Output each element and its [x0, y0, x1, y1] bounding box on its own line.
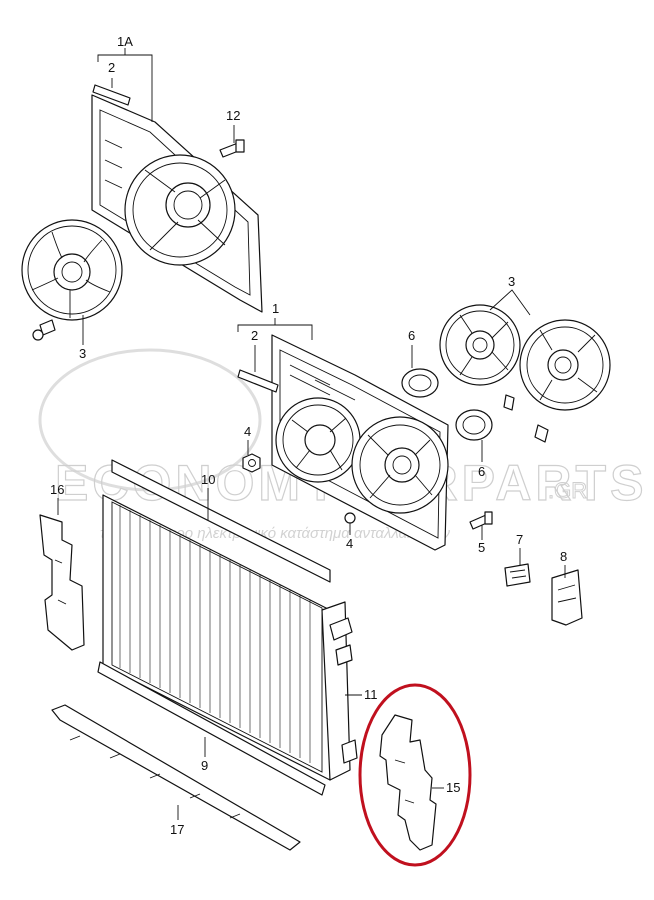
lower-deflector [51, 704, 301, 851]
label-nut-b: 4 [346, 536, 353, 551]
ring-bottom [455, 409, 493, 441]
label-air-guide-left: 16 [50, 482, 64, 497]
label-clip: 7 [516, 532, 523, 547]
label-frame-upper: 1A [117, 34, 133, 49]
air-guide-left [39, 514, 85, 651]
label-bolt-right: 5 [478, 540, 485, 555]
label-top-strip: 10 [201, 472, 215, 487]
fan-right-b [519, 319, 611, 443]
fan-right-a [439, 304, 521, 411]
seal-main [237, 369, 279, 393]
bolt-top [219, 139, 245, 158]
label-bracket: 8 [560, 549, 567, 564]
air-guide-right [379, 714, 437, 851]
clip [504, 563, 531, 587]
nut-a [242, 453, 261, 473]
watermark-suffix: .GR [548, 478, 587, 503]
label-ring-bottom: 6 [478, 464, 485, 479]
upper-fan-frame [91, 94, 263, 313]
label-fan-left: 3 [79, 346, 86, 361]
main-fan-frame [271, 334, 449, 551]
seal-strip [97, 661, 326, 796]
fan-left [21, 219, 123, 341]
label-seal-strip: 9 [201, 758, 208, 773]
radiator [102, 494, 358, 781]
bolt-right [469, 511, 493, 530]
label-frame-main: 1 [272, 301, 279, 316]
top-strip [111, 459, 331, 583]
bracket [551, 569, 583, 626]
label-ring-top: 6 [408, 328, 415, 343]
label-fans-right: 3 [508, 274, 515, 289]
label-seal-upper: 2 [108, 60, 115, 75]
label-nut-a: 4 [244, 424, 251, 439]
label-bolt-top: 12 [226, 108, 240, 123]
label-seal-main: 2 [251, 328, 258, 343]
seal-upper [92, 84, 131, 106]
label-lower-deflector: 17 [170, 822, 184, 837]
label-air-guide-right: 15 [446, 780, 460, 795]
highlight-circle [358, 683, 472, 867]
nut-b [344, 512, 356, 524]
ring-top [401, 368, 439, 398]
label-radiator: 11 [364, 687, 378, 702]
